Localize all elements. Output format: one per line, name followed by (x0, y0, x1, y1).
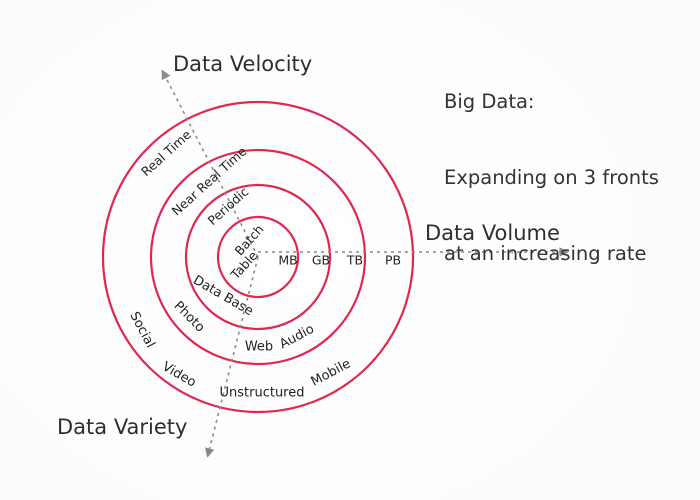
axis-label-data-variety: Data Variety (57, 415, 188, 439)
volume-tick-tb: TB (346, 252, 364, 268)
diagram-title: Big Data: Expanding on 3 fronts at an in… (444, 38, 659, 317)
ring-1 (216, 215, 300, 299)
ring-2 (184, 183, 332, 331)
axis-label-data-volume: Data Volume (425, 221, 560, 245)
variety-label-unstructured: Unstructured (219, 385, 305, 401)
volume-tick-pb: PB (384, 252, 402, 268)
axis-line-velocity (161, 69, 259, 258)
diagram-title-line-1: Big Data: (444, 89, 535, 113)
volume-tick-mb: MB (278, 252, 298, 268)
volume-tick-gb: GB (311, 252, 331, 268)
ring-4 (101, 100, 415, 414)
axis-label-data-velocity: Data Velocity (173, 52, 313, 76)
diagram-title-line-2: Expanding on 3 fronts (444, 165, 659, 189)
ring-3 (149, 148, 367, 366)
ring-group (101, 100, 415, 414)
axis-line-variety (204, 256, 259, 458)
variety-label-web: Web (244, 339, 274, 355)
diagram-title-line-3: at an increasing rate (444, 241, 647, 265)
